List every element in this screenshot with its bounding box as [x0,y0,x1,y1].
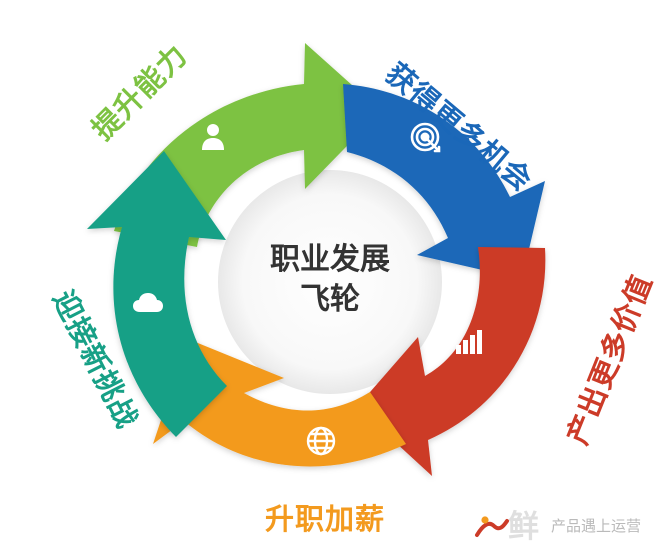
watermark: 鲜 产品遇上运营 [473,506,648,548]
watermark-logo-text: 鲜 [508,509,539,545]
brand-logo [475,516,509,537]
watermark-text: 产品遇上运营 [551,517,641,535]
bar-chart-icon [452,323,486,357]
label-promotion-raise: 升职加薪 [265,502,386,536]
segment-red-arrow [357,247,546,476]
center-title-line1: 职业发展 [270,242,390,277]
center-disc [218,170,442,394]
target-icon [408,120,442,154]
center-title-line2: 飞轮 [300,282,360,317]
segment-teal-arrow [87,151,227,437]
globe-icon [304,424,338,458]
cloud-icon [131,287,165,321]
segment-orange-arrow [153,339,406,467]
person-icon [196,120,230,154]
segment-blue-arrow [343,84,545,279]
watermark-text-art: 鲜 产品遇上运营 [508,509,641,545]
